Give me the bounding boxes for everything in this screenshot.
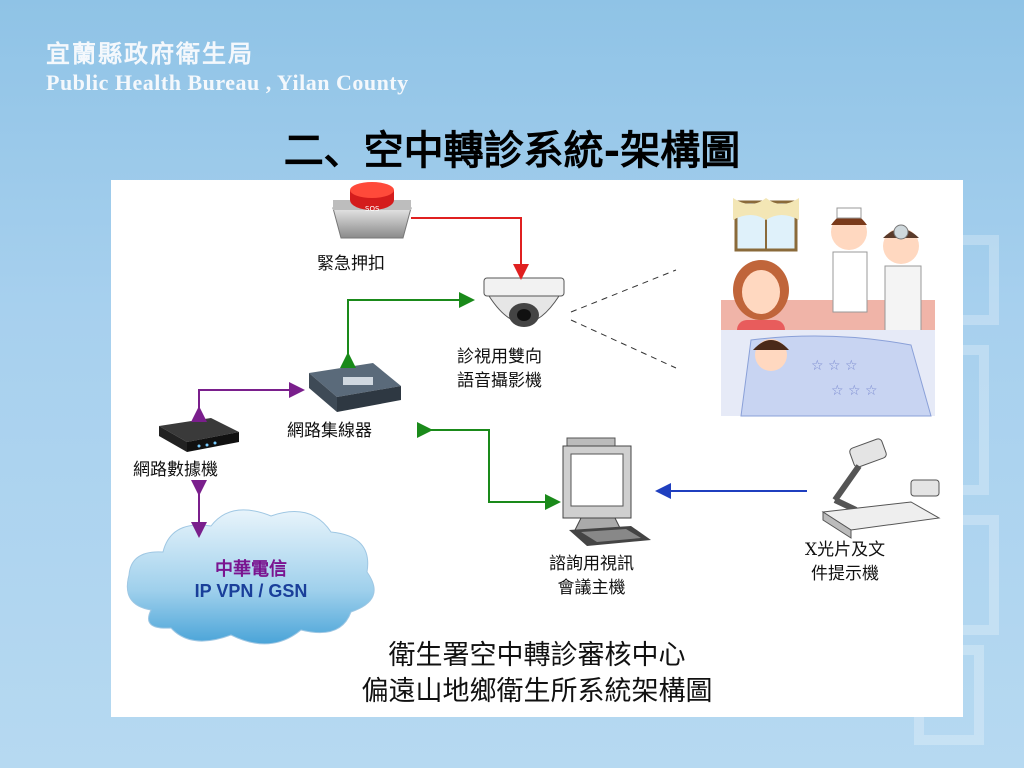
network-hub-icon bbox=[309, 363, 401, 412]
diagram-caption-line2: 偏遠山地鄉衛生所系統架構圖 bbox=[111, 674, 963, 710]
architecture-diagram: SOS bbox=[111, 180, 963, 717]
network-modem-icon bbox=[159, 418, 239, 452]
hub-videohost-link bbox=[429, 430, 557, 502]
sos-to-camera-link bbox=[411, 218, 521, 276]
svg-text:☆ ☆ ☆: ☆ ☆ ☆ bbox=[811, 358, 858, 374]
document-camera-icon bbox=[823, 438, 939, 538]
video-host-label-line1: 諮詢用視訊 bbox=[549, 552, 634, 576]
cloud-label: 中華電信 IP VPN / GSN bbox=[166, 558, 336, 602]
modem-hub-link bbox=[199, 390, 301, 410]
camera-label-line2: 語音攝影機 bbox=[457, 369, 542, 393]
document-camera-label-line2: 件提示機 bbox=[805, 562, 885, 586]
diagram-graphics: SOS bbox=[111, 180, 963, 717]
sos-button-label: 緊急押扣 bbox=[317, 252, 385, 276]
video-host-label: 諮詢用視訊 會議主機 bbox=[549, 552, 634, 600]
svg-text:☆ ☆ ☆: ☆ ☆ ☆ bbox=[831, 383, 878, 399]
hub-label: 網路集線器 bbox=[287, 419, 372, 443]
org-name-chinese: 宜蘭縣政府衛生局 bbox=[46, 34, 254, 69]
cloud-label-line1: 中華電信 bbox=[166, 558, 336, 580]
video-host-label-line2: 會議主機 bbox=[549, 576, 634, 600]
camera-view-line bbox=[571, 320, 676, 368]
sos-button-icon: SOS bbox=[333, 182, 411, 238]
camera-label: 診視用雙向 語音攝影機 bbox=[457, 345, 542, 393]
camera-label-line1: 診視用雙向 bbox=[457, 345, 542, 369]
document-camera-label: X光片及文 件提示機 bbox=[805, 538, 885, 586]
video-conference-host-icon bbox=[563, 438, 651, 546]
hub-camera-link bbox=[348, 300, 471, 356]
document-camera-label-line1: X光片及文 bbox=[805, 538, 885, 562]
svg-text:SOS: SOS bbox=[365, 205, 380, 213]
clinic-scene-illustration: ☆ ☆ ☆ ☆ ☆ ☆ bbox=[719, 190, 937, 416]
org-name-english: Public Health Bureau , Yilan County bbox=[46, 70, 409, 96]
slide-title: 二、空中轉診系統-架構圖 bbox=[0, 118, 1024, 176]
modem-label: 網路數據機 bbox=[133, 458, 218, 482]
camera-view-line bbox=[571, 270, 676, 312]
diagram-caption-line1: 衛生署空中轉診審核中心 bbox=[111, 638, 963, 674]
cloud-label-line2: IP VPN / GSN bbox=[166, 580, 336, 602]
dome-camera-icon bbox=[484, 278, 564, 327]
